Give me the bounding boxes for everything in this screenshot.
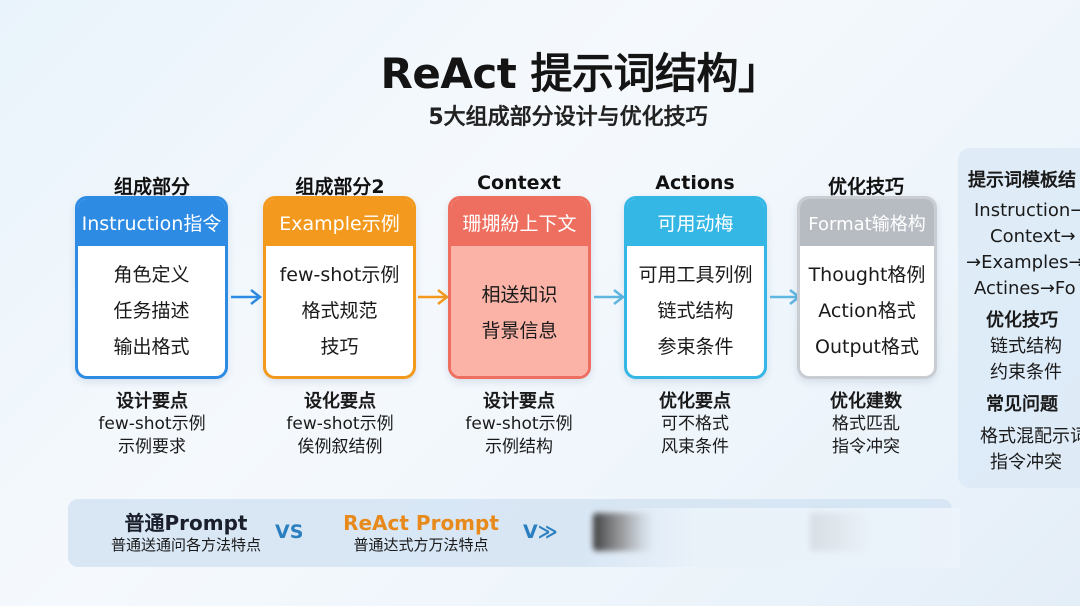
panel-tip: 约束条件: [990, 362, 1062, 383]
card-item: Thought格例: [808, 264, 926, 286]
note-line: few-shot示例: [286, 414, 394, 434]
note-line: 可不格式: [661, 414, 729, 434]
note-title: 设计要点: [116, 391, 188, 412]
panel-tips-title: 优化技巧: [986, 310, 1058, 331]
note-example: 设化要点 few-shot示例 俟例叙结例: [260, 390, 420, 459]
comparison-react-prompt: ReAct Prompt 普通达式方万法特点: [326, 511, 516, 555]
column-heading-instruction: 组成部分: [113, 176, 190, 198]
template-structure-panel: 提示词模板结 Instruction→ Context→ →Examples→ …: [958, 148, 1080, 488]
normal-prompt-title: 普通Prompt: [124, 511, 248, 535]
card-actions: 可用动梅 可用工具列例 链式结构 参束条件: [624, 196, 767, 379]
note-instruction: 设计要点 few-shot示例 示例要求: [72, 390, 232, 459]
note-title: 设计要点: [483, 391, 555, 412]
card-item: 链式结构: [657, 300, 734, 322]
note-title: 设化要点: [304, 391, 376, 412]
panel-issues-title: 常见问题: [986, 394, 1058, 415]
note-line: 指令冲突: [832, 437, 900, 457]
card-item: few-shot示例: [279, 264, 400, 286]
panel-line: Actines→Fo: [974, 278, 1076, 299]
card-item: 参束条件: [657, 336, 734, 358]
card-header-example: Example示例: [266, 199, 413, 246]
card-item: 相送知识: [481, 283, 558, 306]
note-line: 示例要求: [118, 437, 186, 457]
card-item: 可用工具列例: [638, 264, 753, 286]
panel-tip: 链式结构: [990, 336, 1062, 357]
card-item: 任务描述: [113, 300, 190, 322]
card-item: Action格式: [818, 300, 916, 322]
column-heading-actions: Actions: [655, 172, 735, 194]
note-title: 优化要点: [659, 391, 731, 412]
card-item: 输出格式: [113, 336, 190, 358]
note-line: few-shot示例: [98, 414, 206, 434]
page-title: ReAct 提示词结构」: [380, 49, 780, 98]
card-item: Output格式: [815, 336, 919, 358]
panel-title: 提示词模板结: [968, 170, 1076, 191]
react-prompt-title: ReAct Prompt: [343, 511, 499, 535]
panel-line: →Examples→: [966, 252, 1080, 273]
note-context: 设计要点 few-shot示例 示例结构: [439, 390, 599, 459]
panel-line: Context→: [990, 226, 1076, 247]
card-item: 格式规范: [301, 300, 378, 322]
card-context: 珊堋紛上下文 相送知识 背景信息: [448, 196, 591, 379]
note-format: 优化建数 格式匹乱 指令冲突: [786, 390, 946, 459]
note-line: 风束条件: [661, 437, 729, 457]
card-example: Example示例 few-shot示例 格式规范 技巧: [263, 196, 416, 379]
card-instruction: Instruction指令 角色定义 任务描述 输出格式: [75, 196, 228, 379]
arrow-right-icon: [231, 287, 263, 307]
column-heading-example: 组成部分2: [295, 176, 385, 198]
note-line: few-shot示例: [465, 414, 573, 434]
panel-issue: 指令冲突: [990, 452, 1062, 473]
fade-overlay: [580, 508, 960, 568]
panel-line: Instruction→: [974, 200, 1080, 221]
note-actions: 优化要点 可不格式 风束条件: [615, 390, 775, 459]
page-subtitle: 5大组成部分设计与优化技巧: [428, 105, 708, 130]
react-prompt-desc: 普通达式方万法特点: [353, 536, 489, 554]
card-item: 背景信息: [481, 319, 558, 342]
normal-prompt-desc: 普通送通问各方法特点: [110, 536, 261, 554]
arrow-right-icon: [418, 287, 450, 307]
card-header-actions: 可用动梅: [627, 199, 764, 246]
card-item: 技巧: [320, 336, 359, 358]
card-item: 角色定义: [113, 264, 190, 286]
note-line: 俟例叙结例: [297, 437, 383, 457]
vs-label: VS: [275, 521, 304, 543]
note-title: 优化建数: [830, 391, 902, 412]
vs-label-2: V≫: [523, 521, 558, 543]
panel-issue: 格式混配示词: [980, 426, 1080, 447]
comparison-normal-prompt: 普通Prompt 普通送通问各方法特点: [86, 511, 286, 555]
note-line: 示例结构: [485, 437, 553, 457]
card-header-format: Format输格构: [800, 199, 934, 246]
note-line: 格式匹乱: [832, 414, 900, 434]
card-header-context: 珊堋紛上下文: [451, 199, 588, 246]
card-format: Format输格构 Thought格例 Action格式 Output格式: [797, 196, 937, 379]
card-header-instruction: Instruction指令: [78, 199, 225, 246]
arrow-right-icon: [594, 287, 626, 307]
column-heading-context: Context: [477, 172, 561, 194]
column-heading-optimization: 优化技巧: [827, 176, 904, 198]
